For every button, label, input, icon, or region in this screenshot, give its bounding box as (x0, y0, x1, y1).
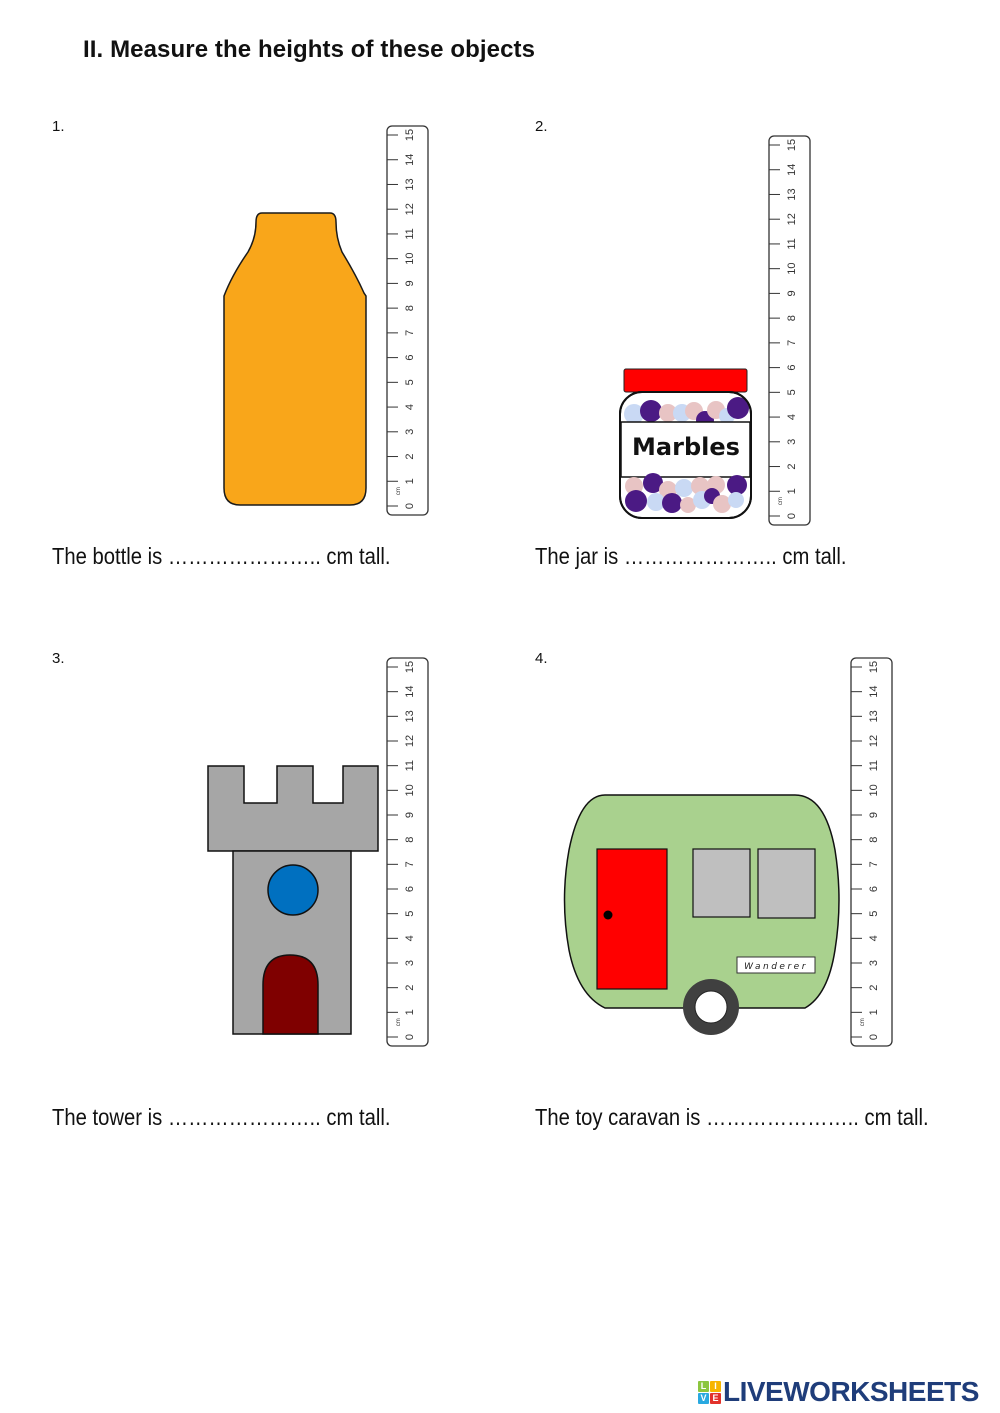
svg-text:14: 14 (404, 686, 416, 698)
svg-text:11: 11 (404, 760, 416, 771)
svg-text:11: 11 (868, 760, 880, 771)
bottle-illustration (223, 212, 367, 506)
svg-text:6: 6 (404, 886, 416, 892)
svg-text:10: 10 (868, 784, 880, 796)
answer-blank-3[interactable]: ………………….. (167, 1104, 321, 1130)
svg-text:12: 12 (786, 213, 798, 225)
svg-text:1: 1 (404, 1009, 416, 1015)
svg-text:4: 4 (404, 935, 416, 941)
svg-text:8: 8 (786, 315, 798, 321)
svg-text:6: 6 (868, 886, 880, 892)
svg-text:7: 7 (404, 330, 416, 336)
svg-text:0: 0 (868, 1034, 880, 1040)
svg-text:cm: cm (860, 1018, 866, 1026)
svg-text:4: 4 (868, 935, 880, 941)
svg-text:15: 15 (404, 129, 416, 141)
marbles-jar-illustration: Marbles (619, 368, 752, 519)
svg-text:9: 9 (786, 290, 798, 296)
svg-text:15: 15 (786, 139, 798, 151)
svg-text:15: 15 (404, 661, 416, 673)
question-2-sentence: The jar is ………………….. cm tall. (535, 543, 847, 569)
svg-text:13: 13 (404, 710, 416, 722)
svg-text:5: 5 (404, 379, 416, 385)
liveworksheets-logo: L I V E LIVEWORKSHEETS (698, 1378, 979, 1406)
svg-text:12: 12 (404, 203, 416, 215)
rulers: 0123456789101112131415cm0123456789101112… (386, 125, 893, 1047)
question-3-sentence: The tower is ………………….. cm tall. (52, 1104, 391, 1130)
svg-text:12: 12 (404, 735, 416, 747)
svg-text:13: 13 (404, 178, 416, 190)
question-2-number: 2. (535, 118, 548, 135)
svg-text:9: 9 (404, 812, 416, 818)
svg-text:9: 9 (404, 280, 416, 286)
door-knob-icon (603, 910, 613, 920)
svg-text:3: 3 (786, 439, 798, 445)
svg-text:14: 14 (786, 164, 798, 176)
question-4-sentence: The toy caravan is ………………….. cm tall. (535, 1104, 929, 1130)
svg-text:2: 2 (868, 985, 880, 991)
svg-text:4: 4 (786, 414, 798, 420)
logo-text: LIVEWORKSHEETS (723, 1376, 979, 1407)
svg-text:0: 0 (786, 513, 798, 519)
tower-illustration (207, 765, 379, 1035)
svg-text:12: 12 (868, 735, 880, 747)
svg-text:1: 1 (786, 488, 798, 494)
page-title: II. Measure the heights of these objects (83, 36, 536, 63)
svg-text:0: 0 (404, 503, 416, 509)
question-4-number: 4. (535, 650, 548, 667)
question-1-number: 1. (52, 118, 65, 135)
svg-text:8: 8 (868, 837, 880, 843)
answer-blank-2[interactable]: ………………….. (623, 543, 777, 569)
svg-text:13: 13 (868, 710, 880, 722)
svg-text:3: 3 (404, 960, 416, 966)
svg-text:11: 11 (786, 238, 798, 249)
svg-text:1: 1 (868, 1009, 880, 1015)
svg-text:cm: cm (778, 497, 784, 505)
answer-blank-1[interactable]: ………………….. (167, 543, 321, 569)
svg-text:Marbles: Marbles (632, 433, 740, 461)
svg-text:7: 7 (786, 340, 798, 346)
svg-text:14: 14 (868, 686, 880, 698)
svg-text:15: 15 (868, 661, 880, 673)
svg-text:4: 4 (404, 404, 416, 410)
svg-text:5: 5 (404, 911, 416, 917)
svg-text:10: 10 (404, 253, 416, 265)
marbles-bottom (625, 473, 747, 513)
answer-blank-4[interactable]: ………………….. (705, 1104, 859, 1130)
svg-text:5: 5 (868, 911, 880, 917)
svg-text:3: 3 (868, 960, 880, 966)
svg-text:7: 7 (404, 861, 416, 867)
svg-text:2: 2 (786, 463, 798, 469)
svg-text:5: 5 (786, 389, 798, 395)
svg-text:13: 13 (786, 188, 798, 200)
question-3-number: 3. (52, 650, 65, 667)
svg-text:10: 10 (786, 263, 798, 275)
caravan-illustration: Wanderer (563, 794, 840, 1035)
svg-text:9: 9 (868, 812, 880, 818)
logo-tiles-icon: L I V E (698, 1380, 721, 1404)
svg-text:Wanderer: Wanderer (744, 962, 808, 972)
svg-text:cm: cm (396, 487, 402, 495)
svg-text:2: 2 (404, 985, 416, 991)
svg-text:cm: cm (396, 1018, 402, 1026)
svg-text:11: 11 (404, 228, 416, 239)
svg-text:10: 10 (404, 784, 416, 796)
svg-text:3: 3 (404, 429, 416, 435)
svg-text:2: 2 (404, 453, 416, 459)
svg-text:6: 6 (404, 355, 416, 361)
svg-text:1: 1 (404, 478, 416, 484)
svg-text:0: 0 (404, 1034, 416, 1040)
question-1-sentence: The bottle is ………………….. cm tall. (52, 543, 391, 569)
svg-text:8: 8 (404, 305, 416, 311)
marbles-top (624, 397, 749, 429)
svg-text:7: 7 (868, 861, 880, 867)
svg-text:14: 14 (404, 154, 416, 166)
svg-text:8: 8 (404, 837, 416, 843)
svg-text:6: 6 (786, 365, 798, 371)
